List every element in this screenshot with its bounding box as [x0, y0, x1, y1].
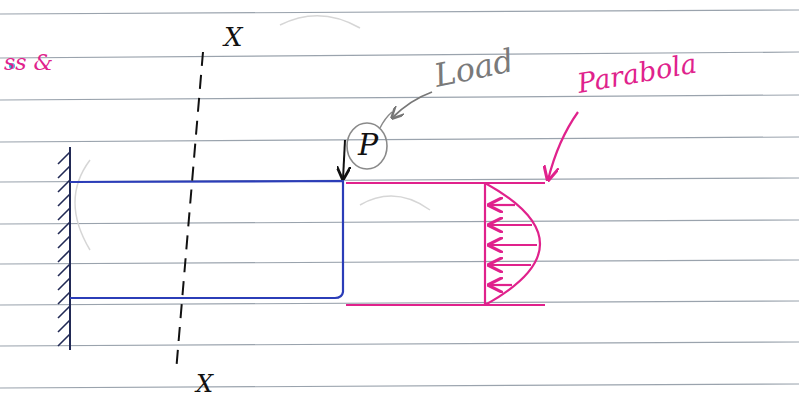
faint-scribble [280, 16, 360, 28]
hatch-line [58, 166, 70, 178]
load-arrow [343, 140, 345, 179]
stress-boundary [346, 304, 545, 306]
ruled-line [0, 220, 799, 224]
hatch-line [58, 236, 70, 248]
faint-scribbles [75, 16, 430, 250]
hatch-line [58, 334, 70, 346]
hatch-line [58, 306, 70, 318]
margin-note: ss & [4, 52, 53, 74]
parabola-curve [485, 183, 540, 305]
hatch-line [58, 152, 70, 164]
cantilever-beam [70, 181, 343, 298]
ruled-line [0, 384, 799, 388]
circle-mark [347, 123, 387, 169]
leader-line [392, 92, 432, 118]
stress-arrow [489, 284, 512, 286]
distribution-label: Parabola [575, 50, 698, 97]
stress-arrow [489, 224, 532, 226]
hatch-line [58, 208, 70, 220]
stress-arrow [489, 264, 531, 266]
ruled-line [0, 342, 799, 346]
ruled-lines [0, 10, 799, 388]
load-symbol: P [358, 130, 378, 160]
faint-scribble [75, 160, 90, 250]
hatch-line [58, 180, 70, 192]
wall-hatching [58, 152, 70, 346]
ruled-line [0, 95, 799, 100]
ruled-line [0, 260, 799, 264]
hatch-line [58, 278, 70, 290]
stress-baseline [484, 183, 486, 305]
hatch-line [58, 222, 70, 234]
hatch-line [58, 194, 70, 206]
section-label: X [224, 24, 243, 50]
hatch-line [58, 250, 70, 262]
ruled-line [0, 301, 799, 305]
stress-boundary [346, 182, 545, 184]
stress-arrow [489, 244, 537, 246]
hatch-line [58, 292, 70, 304]
section-line [176, 52, 203, 372]
leader-line [548, 112, 578, 180]
ruled-line [0, 10, 799, 14]
ruled-line [0, 137, 799, 142]
faint-scribble [360, 196, 430, 210]
load-label: Load [431, 44, 516, 92]
hatch-line [58, 264, 70, 276]
circle-mark [380, 112, 392, 128]
fixed-wall [69, 147, 71, 350]
section-label: X [196, 372, 213, 396]
hatch-line [58, 320, 70, 332]
stress-arrow [489, 204, 515, 206]
shear-stress-diagram [346, 112, 578, 305]
